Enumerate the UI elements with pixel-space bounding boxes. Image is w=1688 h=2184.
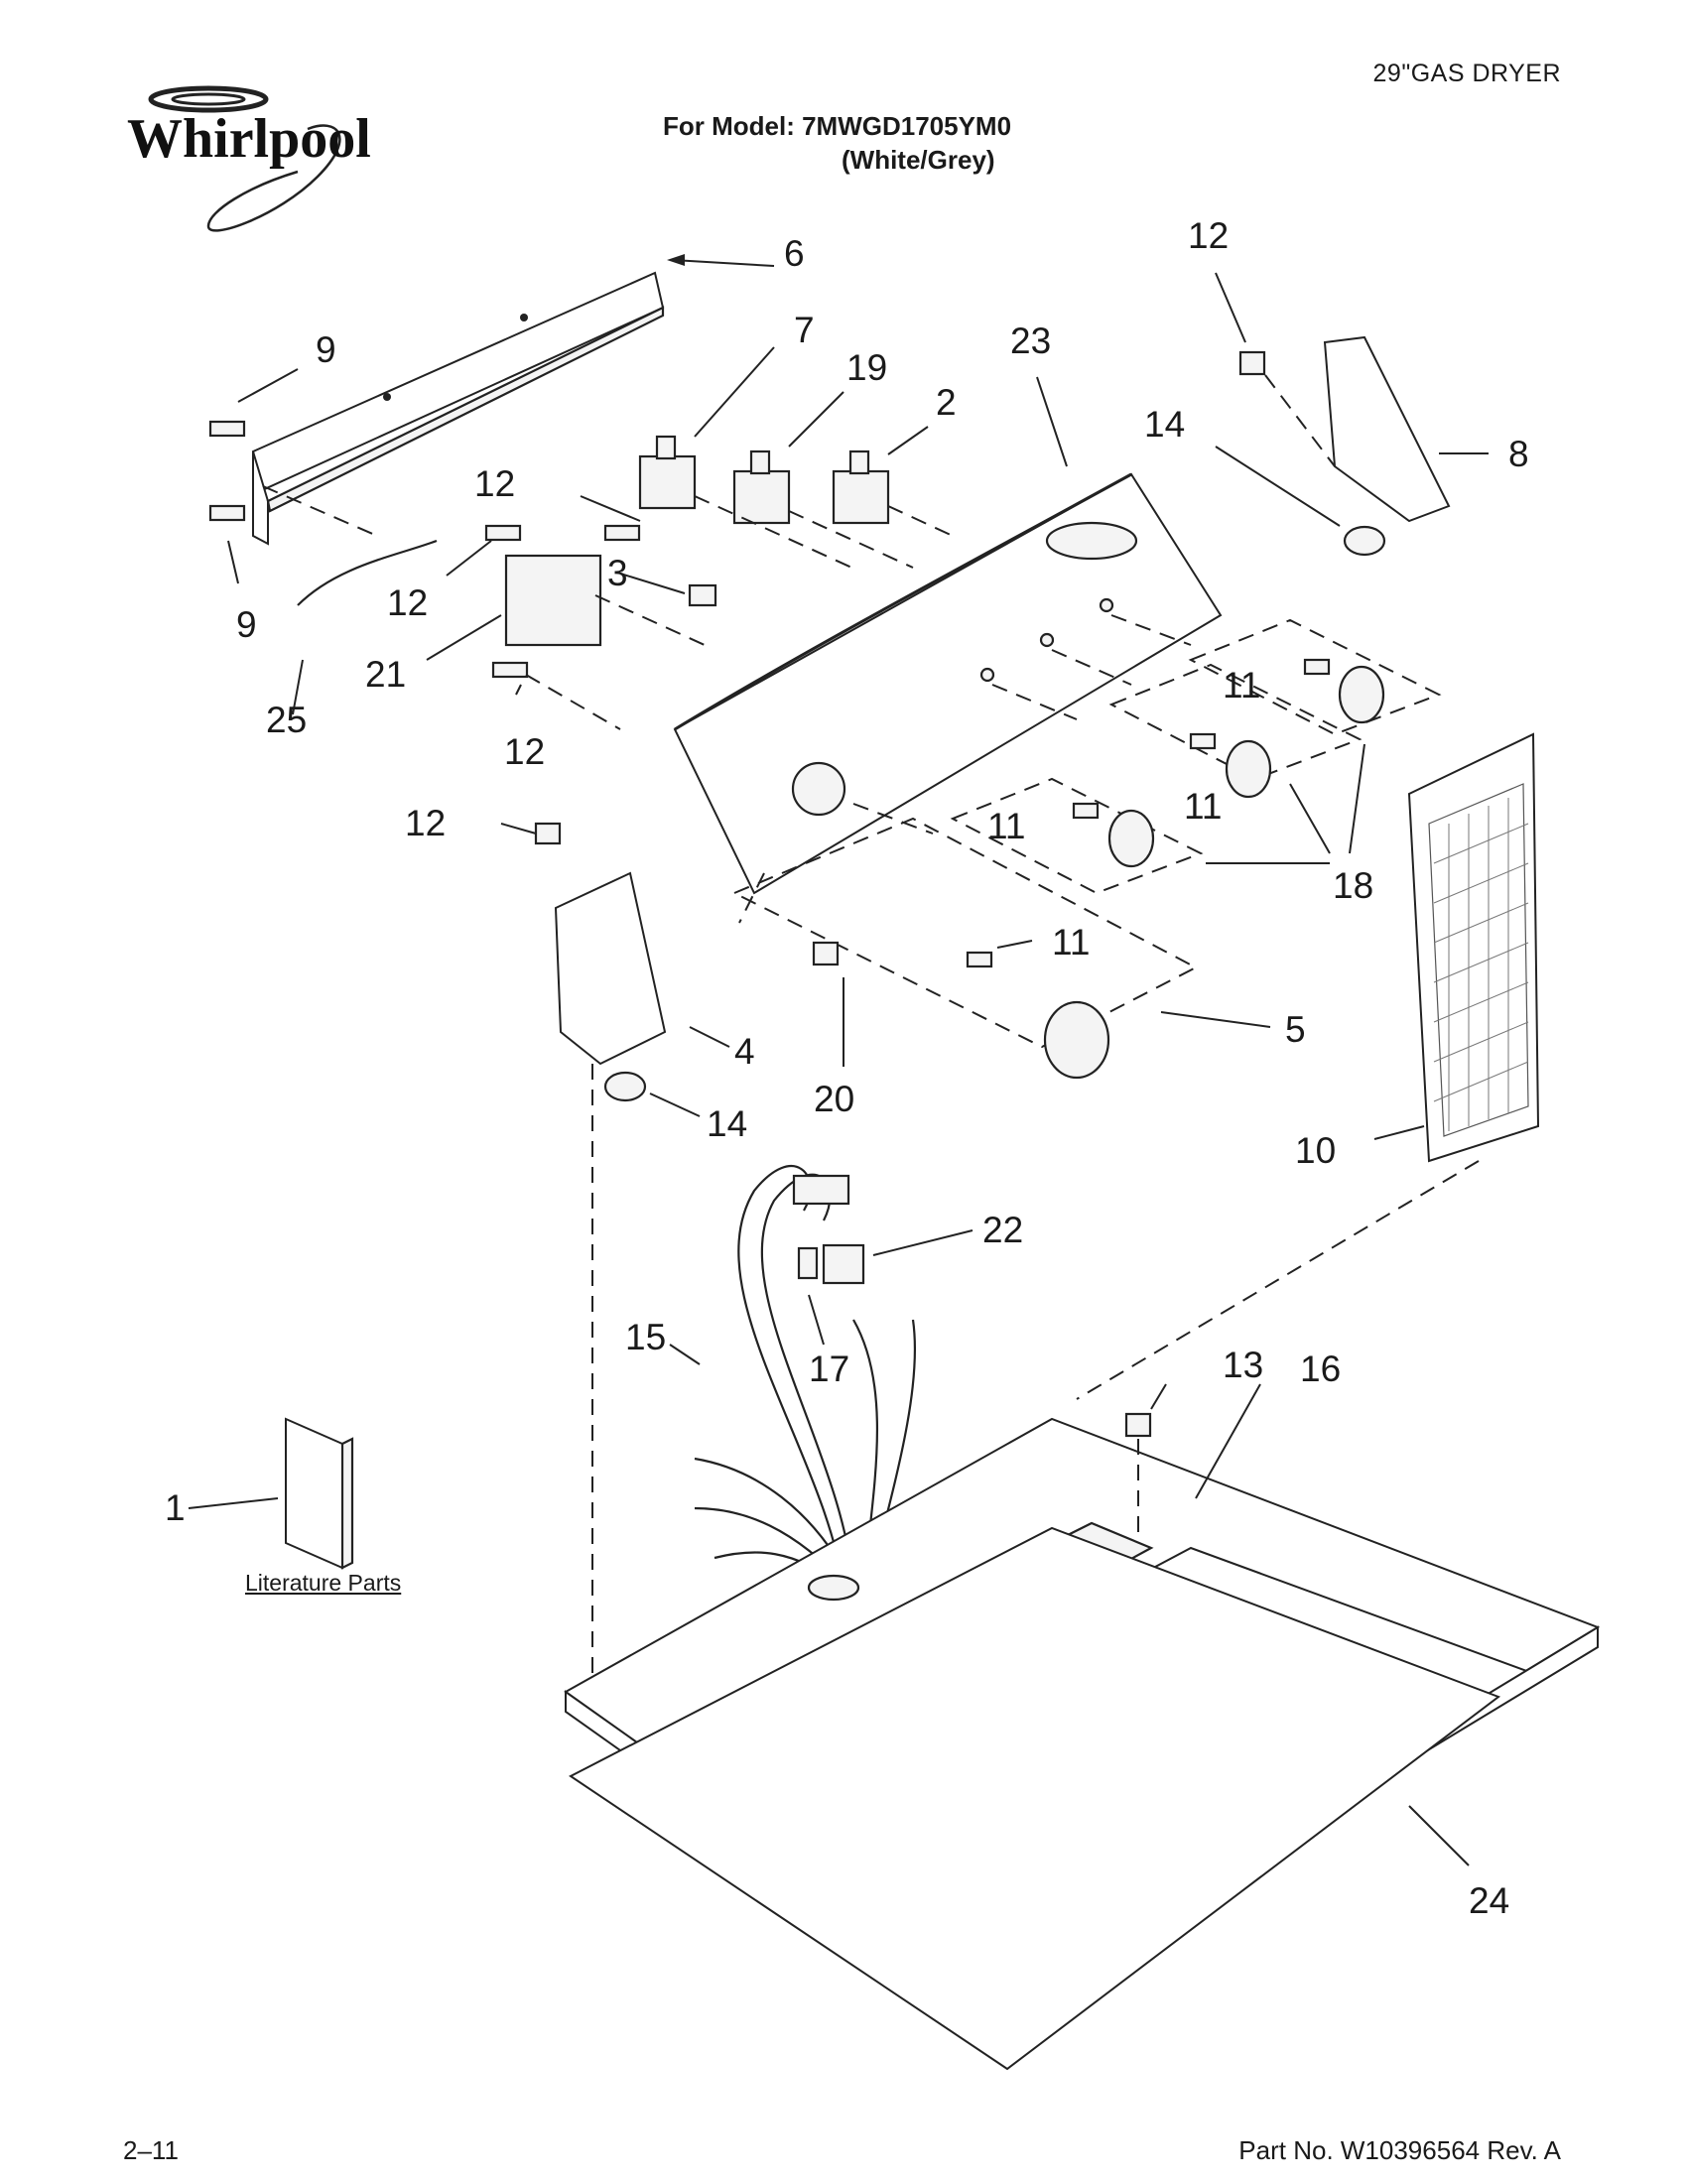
shaft-11b bbox=[1189, 732, 1217, 750]
panel-bracket-8 bbox=[1323, 335, 1451, 523]
terminal-22 bbox=[822, 1243, 865, 1285]
callout-12: 12 bbox=[1188, 215, 1229, 256]
callout-21: 21 bbox=[365, 654, 406, 695]
callout-14: 14 bbox=[707, 1103, 747, 1144]
callout-2: 2 bbox=[936, 382, 957, 423]
switch-7 bbox=[638, 435, 697, 510]
callout-11: 11 bbox=[1184, 786, 1222, 827]
callout-20: 20 bbox=[814, 1079, 854, 1119]
callout-3: 3 bbox=[607, 553, 628, 593]
console-back-panel bbox=[251, 271, 665, 546]
screw-17 bbox=[797, 1246, 819, 1280]
literature-parts-caption: Literature Parts bbox=[245, 1570, 402, 1596]
switch-2 bbox=[832, 450, 890, 525]
shaft-11a bbox=[1303, 658, 1331, 676]
part-number: Part No. W10396564 Rev. A bbox=[1238, 2135, 1561, 2165]
callout-8: 8 bbox=[1508, 434, 1529, 474]
callout-11: 11 bbox=[987, 806, 1025, 846]
screw-12-top bbox=[1238, 350, 1266, 376]
product-type-label: 29"GAS DRYER bbox=[1372, 60, 1561, 87]
callout-6: 6 bbox=[784, 233, 805, 274]
callout-12: 12 bbox=[387, 582, 428, 623]
screw-9a bbox=[208, 420, 246, 438]
page-number: 2–11 bbox=[123, 2135, 179, 2165]
callout-23: 23 bbox=[1010, 321, 1051, 361]
end-cap-4 bbox=[554, 871, 667, 1066]
knob-18a bbox=[1338, 665, 1385, 724]
callout-14: 14 bbox=[1144, 404, 1185, 445]
screw-12-mid bbox=[603, 524, 641, 542]
screw-12-endcap bbox=[534, 822, 562, 845]
model-title: For Model: 7MWGD1705YM0 (White/Grey) bbox=[663, 109, 1011, 177]
wire-25 bbox=[297, 539, 438, 606]
screw-13 bbox=[1124, 1412, 1152, 1438]
screw-9b bbox=[208, 504, 246, 522]
color-line: (White/Grey) bbox=[842, 145, 995, 175]
model-line: For Model: 7MWGD1705YM0 bbox=[663, 111, 1012, 141]
callout-24: 24 bbox=[1469, 1880, 1509, 1921]
timer-21 bbox=[504, 554, 602, 647]
callout-4: 4 bbox=[734, 1031, 755, 1072]
callout-16: 16 bbox=[1300, 1349, 1341, 1389]
callout-13: 13 bbox=[1223, 1345, 1263, 1385]
lint-screen-10 bbox=[1407, 732, 1540, 1163]
callout-9: 9 bbox=[316, 329, 336, 370]
callout-9: 9 bbox=[236, 604, 257, 645]
shaft-11c bbox=[1072, 802, 1100, 820]
screw-12-left bbox=[484, 524, 522, 542]
callout-12: 12 bbox=[474, 463, 515, 504]
callout-12: 12 bbox=[504, 731, 545, 772]
knob-18b bbox=[1225, 739, 1272, 799]
callout-7: 7 bbox=[794, 310, 815, 350]
clip-14-right bbox=[1343, 525, 1386, 557]
literature-1 bbox=[285, 1417, 354, 1570]
screw-12-low bbox=[491, 661, 529, 679]
logo-wordmark: Whirlpool bbox=[127, 108, 371, 170]
knob-18c bbox=[1107, 809, 1155, 868]
console-23 bbox=[673, 472, 1223, 895]
switch-19 bbox=[732, 450, 791, 525]
callout-22: 22 bbox=[982, 1210, 1023, 1250]
callout-12: 12 bbox=[405, 803, 446, 843]
clip-3 bbox=[688, 583, 717, 607]
callout-15: 15 bbox=[625, 1317, 666, 1357]
callout-19: 19 bbox=[846, 347, 887, 388]
tape-24 bbox=[569, 1526, 1501, 2071]
whirlpool-logo: Whirlpool bbox=[127, 85, 371, 232]
callout-1: 1 bbox=[165, 1487, 186, 1528]
shaft-11d bbox=[966, 951, 993, 968]
callout-10: 10 bbox=[1295, 1130, 1336, 1171]
callout-5: 5 bbox=[1285, 1009, 1306, 1050]
callout-11: 11 bbox=[1052, 922, 1090, 963]
callout-25: 25 bbox=[266, 700, 307, 740]
clip-14-left bbox=[603, 1071, 647, 1102]
knob-5 bbox=[1043, 1000, 1110, 1080]
callout-11: 11 bbox=[1223, 665, 1260, 706]
callout-17: 17 bbox=[809, 1349, 849, 1389]
screw-20 bbox=[812, 941, 840, 966]
callout-18: 18 bbox=[1333, 865, 1373, 906]
